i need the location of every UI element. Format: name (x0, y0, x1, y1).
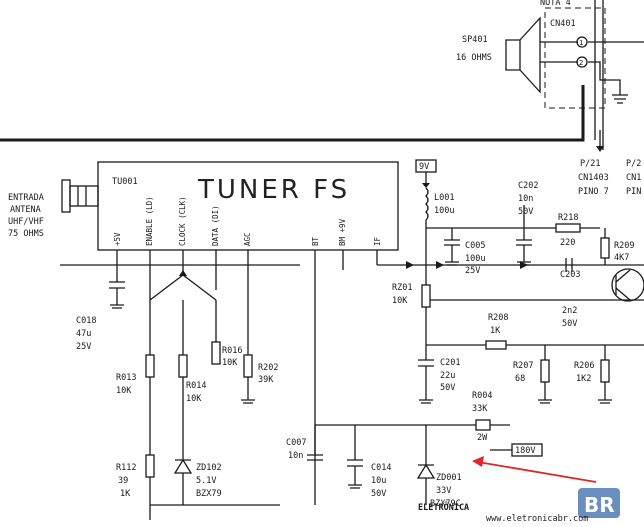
cn-ref-2: P/2 (626, 159, 641, 169)
tuner-pin-5v: +5V (113, 232, 122, 246)
c005-ref: C005 (465, 241, 485, 251)
c201-extra: 50V (440, 383, 455, 393)
speaker-ref: SP401 (462, 35, 488, 45)
rz01-value: 10K (392, 296, 408, 306)
tuner-pin-agc: AGC (243, 232, 252, 246)
r209-ref: R209 (614, 241, 634, 251)
zd001-extra: BZX79C (430, 499, 461, 509)
logo: ELETRÔNICA BR www.eletronicabr.com (418, 488, 620, 524)
c203-extra: 50V (562, 319, 577, 329)
c202-value: 10n (518, 194, 533, 204)
zd102-ref: ZD102 (196, 463, 222, 473)
c018-extra: 25V (76, 342, 91, 352)
cn-ref-1: P/21 (580, 159, 600, 169)
l001-ref: L001 (434, 193, 454, 203)
c203-value: 2n2 (562, 306, 577, 316)
antenna-line-4: 75 OHMS (8, 229, 44, 239)
r202-ref: R202 (258, 363, 278, 373)
r004-ref: R004 (472, 391, 492, 401)
l001-value: 100u (434, 206, 454, 216)
r218-value: 220 (560, 238, 575, 248)
r112-value: 39 (118, 476, 128, 486)
tuner-ref: TU001 (112, 177, 138, 187)
r208-value: 1K (490, 326, 501, 336)
r202-value: 39K (258, 375, 274, 385)
c018-value: 47u (76, 329, 91, 339)
tuner-pin-bm: BM +9V (338, 218, 347, 246)
r209-value: 4K7 (614, 253, 629, 263)
r208-ref: R208 (488, 313, 508, 323)
speaker-spec: 16 OHMS (456, 53, 492, 63)
cn-ref-1-pin: PINO 7 (578, 187, 609, 197)
tuner-pin-clock: CLOCK (CLK) (178, 196, 187, 246)
cn-ref-2-sub: CN1 (626, 173, 641, 183)
logo-badge-box (578, 488, 620, 518)
antenna-input: ENTRADA ANTENA UHF/VHF 75 OHMS (8, 179, 99, 239)
rz01-ref: RZ01 (392, 283, 412, 293)
antenna-line-2: ANTENA (10, 205, 41, 215)
zd102-value: 5.1V (196, 476, 216, 486)
logo-url: www.eletronicabr.com (486, 514, 588, 524)
r112-extra: 1K (120, 489, 131, 499)
cn-refs: P/21 CN1403 PINO 7 P/2 CN1 PIN (578, 130, 641, 197)
r206-value: 1K2 (576, 374, 591, 384)
cn-ref-2-pin: PIN (626, 187, 641, 197)
r013-value: 10K (116, 386, 132, 396)
tuner-pin-if: IF (373, 236, 382, 246)
tuner-name: TUNER FS (197, 175, 350, 205)
zd102-extra: BZX79 (196, 489, 222, 499)
annotation-arrow (472, 456, 597, 483)
c018-ref: C018 (76, 316, 96, 326)
r206-ref: R206 (574, 361, 594, 371)
cn-ref-1-sub: CN1403 (578, 173, 609, 183)
c014-ref: C014 (371, 463, 391, 473)
tuner-pin-enable: ENABLE (LD) (145, 196, 154, 246)
antenna-line-1: ENTRADA (8, 193, 44, 203)
zd001-ref: ZD001 (436, 473, 462, 483)
c014-value: 10u (371, 476, 386, 486)
pin2-label: 2 (579, 59, 583, 67)
note-top: NOTA 4 (540, 0, 571, 8)
r004-extra: 2W (477, 433, 488, 443)
c007-value: 10n (288, 451, 303, 461)
antenna-line-3: UHF/VHF (8, 217, 44, 227)
r016-value: 10K (222, 358, 238, 368)
r016-ref: R016 (222, 346, 242, 356)
c201-value: 22u (440, 371, 455, 381)
c005-value: 100u (465, 254, 485, 264)
pin1-label: 1 (579, 39, 583, 47)
supply-180v-label: 180V (515, 446, 535, 456)
speaker-section: 1 2 SP401 16 OHMS CN401 NOTA 4 (456, 0, 644, 150)
logo-badge: BR (584, 493, 615, 517)
zd001-value: 33V (436, 486, 451, 496)
r013-ref: R013 (116, 373, 136, 383)
r218-ref: R218 (558, 213, 578, 223)
r112-ref: R112 (116, 463, 136, 473)
r014-ref: R014 (186, 381, 206, 391)
r004-value: 33K (472, 404, 488, 414)
tuner-pin-bt: BT (311, 236, 320, 246)
wiring: 9V (60, 159, 644, 520)
r207-value: 68 (515, 374, 525, 384)
logo-text: ELETRÔNICA (418, 501, 469, 513)
r014-value: 10K (186, 394, 202, 404)
supply-9v-label: 9V (419, 162, 429, 172)
c202-extra: 50V (518, 207, 533, 217)
c007-ref: C007 (286, 438, 306, 448)
connector-ref: CN401 (550, 19, 576, 29)
c203-ref: C203 (560, 270, 580, 280)
c202-ref: C202 (518, 181, 538, 191)
component-labels: L001 100u C202 10n 50V R218 220 R209 4K7… (76, 181, 634, 509)
c014-extra: 50V (371, 489, 386, 499)
tuner-pin-data: DATA (DI) (211, 205, 220, 246)
c201-ref: C201 (440, 358, 460, 368)
tuner-module: TU001 TUNER FS +5V ENABLE (LD) CLOCK (CL… (97, 161, 399, 251)
r207-ref: R207 (513, 361, 533, 371)
c005-extra: 25V (465, 266, 480, 276)
